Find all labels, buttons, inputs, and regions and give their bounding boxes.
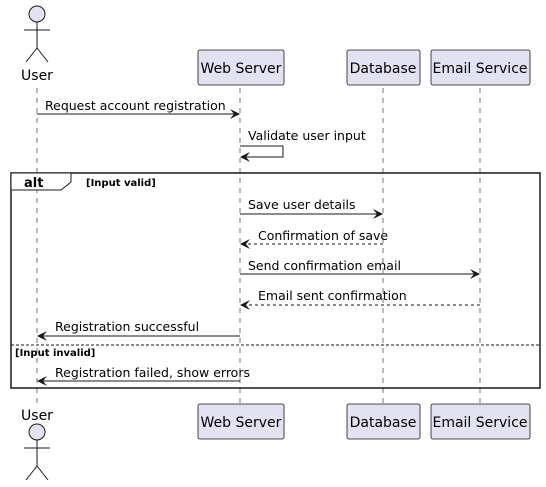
message-arrow-validate-input [240, 145, 284, 162]
alt-fragment-tab [10, 172, 72, 191]
participant-label-user-bottom: User [21, 408, 53, 424]
message-label-confirmation-of-save: Confirmation of save [258, 228, 388, 243]
message-label-validate-input: Validate user input [248, 128, 366, 143]
actor-figure-icon [24, 5, 50, 63]
actor-user-top: User [21, 5, 53, 84]
participant-label-database-bottom: Database [350, 415, 417, 431]
participant-label-user-top: User [21, 68, 53, 84]
message-label-email-sent-confirmation: Email sent confirmation [258, 288, 407, 303]
participant-email-service-bottom: Email Service [430, 403, 531, 440]
participant-label-web-server-bottom: Web Server [201, 415, 282, 431]
message-label-registration-failed: Registration failed, show errors [55, 365, 250, 380]
message-label-send-confirmation-email: Send confirmation email [248, 258, 401, 273]
participant-label-database-top: Database [350, 61, 417, 77]
alt-fragment: alt [Input valid] [Input invalid] [10, 172, 541, 389]
participant-database-top: Database [346, 49, 421, 86]
actor-figure-icon [24, 423, 50, 481]
message-label-request-registration: Request account registration [45, 98, 226, 113]
participant-label-web-server-top: Web Server [201, 61, 282, 77]
participant-web-server-bottom: Web Server [197, 403, 285, 440]
message-label-registration-successful: Registration successful [55, 319, 199, 334]
participant-label-email-service-bottom: Email Service [432, 415, 527, 431]
alt-operator-label: alt [24, 176, 43, 191]
participant-email-service-top: Email Service [430, 49, 531, 86]
actor-user-bottom: User [21, 408, 53, 481]
guard-input-valid: [Input valid] [86, 178, 156, 189]
alt-fragment-border [10, 172, 541, 389]
participant-database-bottom: Database [346, 403, 421, 440]
message-label-save-user-details: Save user details [248, 197, 356, 212]
participant-label-email-service-top: Email Service [432, 61, 527, 77]
participant-web-server-top: Web Server [197, 49, 285, 86]
guard-input-invalid: [Input invalid] [15, 348, 95, 359]
